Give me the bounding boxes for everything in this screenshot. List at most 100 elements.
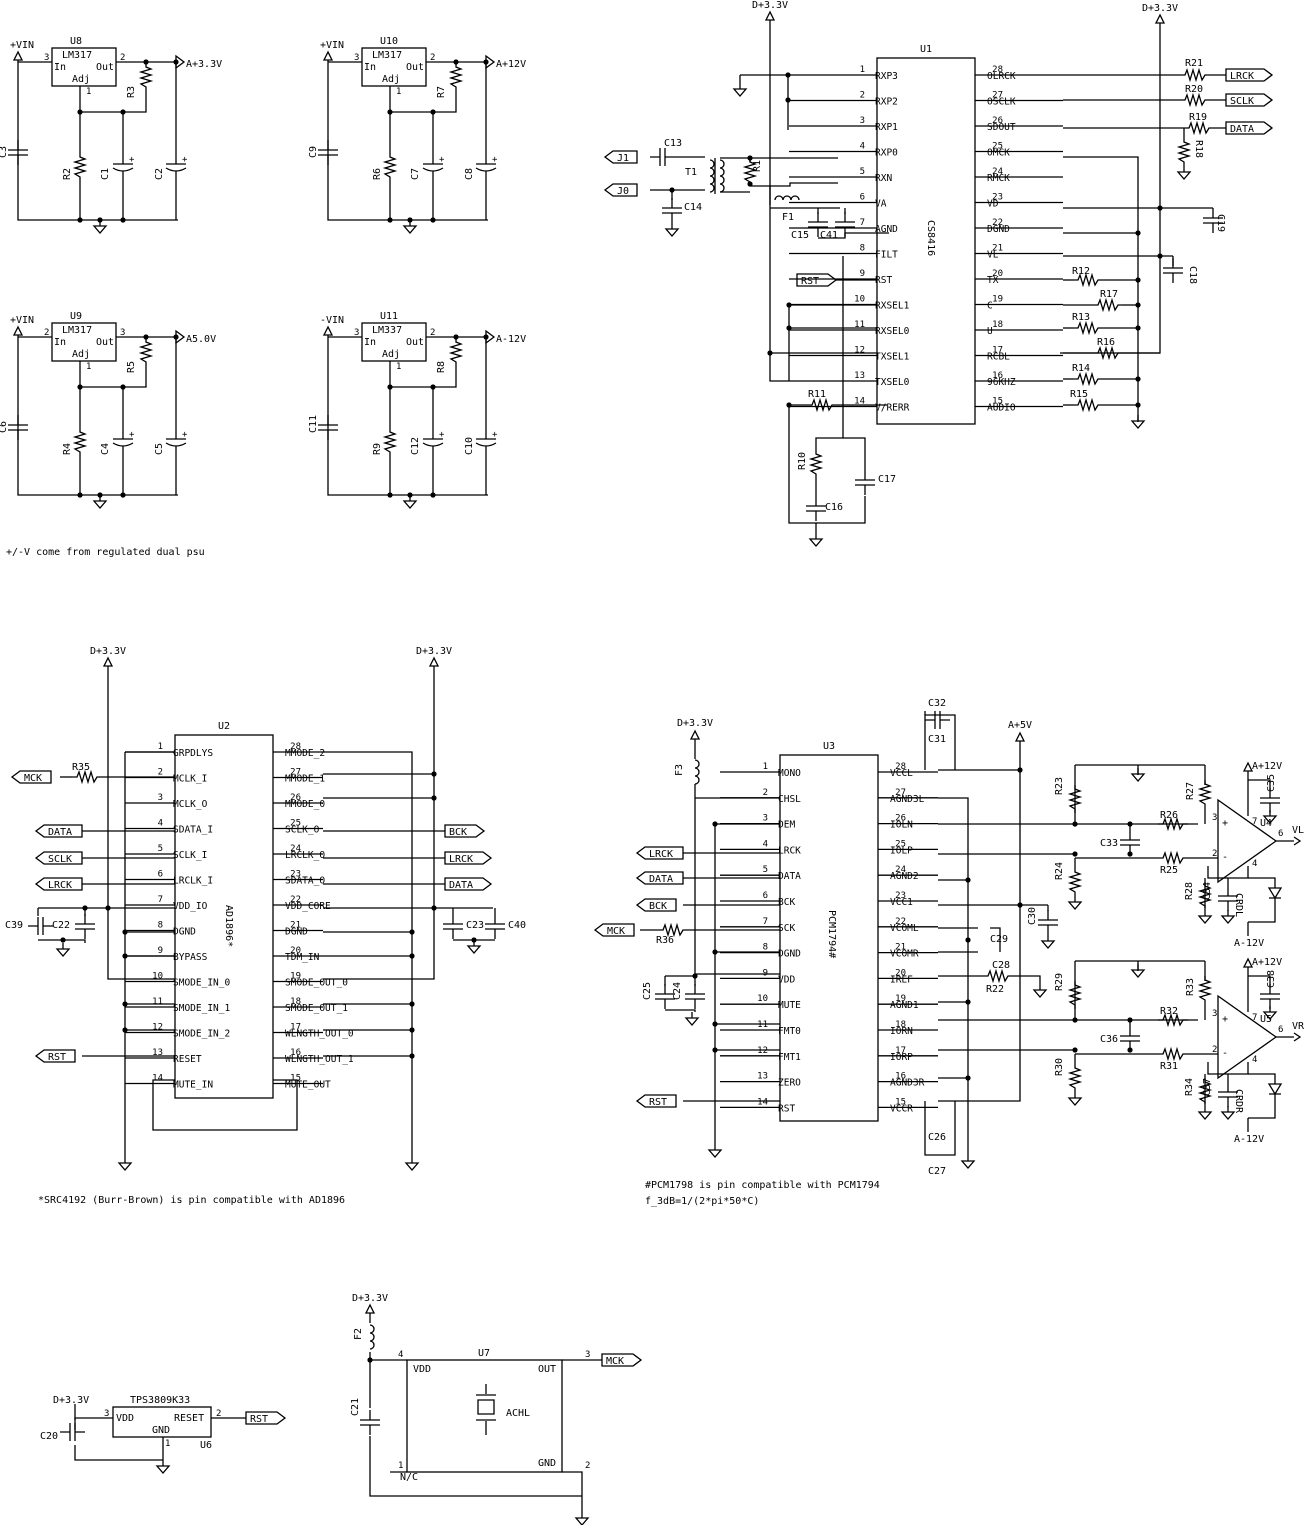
- regulator-part: LM337: [372, 325, 402, 336]
- ground-symbol: [1067, 1092, 1083, 1106]
- rail-arrow: [12, 325, 24, 336]
- pin-name: DGND: [987, 224, 1010, 235]
- pin-name: RXP1: [875, 122, 898, 133]
- wire: [323, 830, 445, 885]
- resistor: [1158, 1012, 1188, 1028]
- pin-number: 7: [158, 895, 163, 905]
- ground-symbol: [1262, 1006, 1278, 1020]
- resistor: [1197, 976, 1213, 1004]
- junction-dot: [430, 217, 436, 223]
- wire: [1207, 1062, 1249, 1075]
- res-ref: R36: [656, 935, 674, 946]
- cap-ref: C30: [1027, 907, 1038, 925]
- plus-sign: +: [439, 155, 445, 165]
- capacitor: [422, 167, 444, 181]
- pin-name: ZERO: [778, 1078, 801, 1089]
- pin-name: SDATA_O: [285, 876, 325, 887]
- pin-number: 3: [860, 116, 865, 126]
- capacitor: [443, 914, 463, 925]
- capacitor: [485, 928, 505, 939]
- pin-number: 2: [44, 328, 49, 338]
- pin-name: WLNGTH_OUT_1: [285, 1054, 354, 1065]
- pin-number: 8: [860, 244, 865, 254]
- regulator-pin-name: In: [364, 337, 376, 348]
- capacitor: [166, 154, 186, 165]
- capacitor: [806, 496, 826, 507]
- pin-number: 13: [854, 371, 865, 381]
- pin-number: 13: [757, 1072, 768, 1082]
- u6-body: [112, 1406, 212, 1438]
- opamp-triangle: [1217, 798, 1278, 884]
- u2-ref: U2: [218, 721, 230, 732]
- capacitor: [28, 917, 53, 935]
- resistor: [1067, 1064, 1083, 1092]
- u3-part: PCM1794#: [826, 910, 837, 958]
- wire: [389, 86, 457, 113]
- res-ref: R2: [62, 168, 73, 180]
- rail-arrow: [364, 1303, 376, 1314]
- pin-name: RESET: [174, 1413, 204, 1424]
- pin-number: 19: [992, 295, 1003, 305]
- pin-name: RXP0: [875, 148, 898, 159]
- pin-name: FMT1: [778, 1052, 801, 1063]
- vin-label: +VIN: [10, 315, 34, 326]
- res-ref: R26: [1160, 810, 1178, 821]
- capacitor: [806, 510, 826, 521]
- regulator-pin-name: Adj: [382, 349, 400, 360]
- opamp-triangle: [1217, 994, 1278, 1080]
- res-ref: R35: [72, 762, 90, 773]
- resistor: [1073, 371, 1103, 387]
- junction-dot: [471, 937, 477, 943]
- junction-dot: [1135, 376, 1141, 382]
- mck-port-u7: [601, 1353, 643, 1367]
- cap-ref: C22: [52, 920, 70, 931]
- ground-symbol: [684, 1012, 700, 1026]
- capacitor: [1120, 844, 1140, 855]
- regulator-part: LM317: [372, 50, 402, 61]
- res-ref: R18: [1193, 140, 1204, 158]
- data-port-label: DATA: [649, 874, 673, 885]
- capacitor: [165, 442, 187, 456]
- u1-ref: U1: [920, 44, 932, 55]
- pin-number: 23: [992, 193, 1003, 203]
- capacitor: [1203, 222, 1223, 233]
- regulator-pin-name: In: [54, 62, 66, 73]
- capacitor: [655, 998, 675, 1009]
- pin-number: 24: [290, 844, 301, 854]
- wire: [938, 797, 969, 1155]
- rst-port: [34, 1049, 76, 1063]
- pin-name: SDATA_I: [173, 825, 213, 836]
- pin-number: 14: [854, 397, 865, 407]
- pin-number: 19: [895, 994, 906, 1004]
- capacitor: [1163, 258, 1183, 269]
- pin-name: VL: [987, 250, 999, 261]
- rail-arrow: [1242, 957, 1254, 968]
- pin-name: RCBL: [987, 352, 1010, 363]
- wire: [38, 939, 86, 943]
- opamp-minus: -: [1222, 852, 1228, 863]
- pin-number: 21: [992, 244, 1003, 254]
- wire: [1248, 877, 1276, 888]
- res-ref: R4: [62, 443, 73, 455]
- pin-number: 19: [290, 972, 301, 982]
- u3-ref: U3: [823, 741, 835, 752]
- pin-number: 8: [763, 943, 768, 953]
- wire: [79, 361, 147, 388]
- res-ref: R22: [986, 984, 1004, 995]
- pin-name: AGND2: [890, 871, 919, 882]
- u1-body: [876, 57, 976, 425]
- pin-name: VD: [987, 199, 999, 210]
- j1-port: [603, 150, 638, 164]
- pin-number: 22: [992, 218, 1003, 228]
- resistor: [658, 922, 688, 938]
- pin-name: AGND: [875, 224, 898, 235]
- capacitor: [1120, 830, 1140, 841]
- wire: [816, 496, 866, 524]
- cap-ref: C8: [464, 168, 475, 180]
- vin-label: +VIN: [10, 40, 34, 51]
- pin-number: 4: [398, 1350, 403, 1360]
- cap-ref: C9: [308, 146, 319, 158]
- pin-name: LRCLK_O: [285, 850, 325, 861]
- res-ref: R32: [1160, 1006, 1178, 1017]
